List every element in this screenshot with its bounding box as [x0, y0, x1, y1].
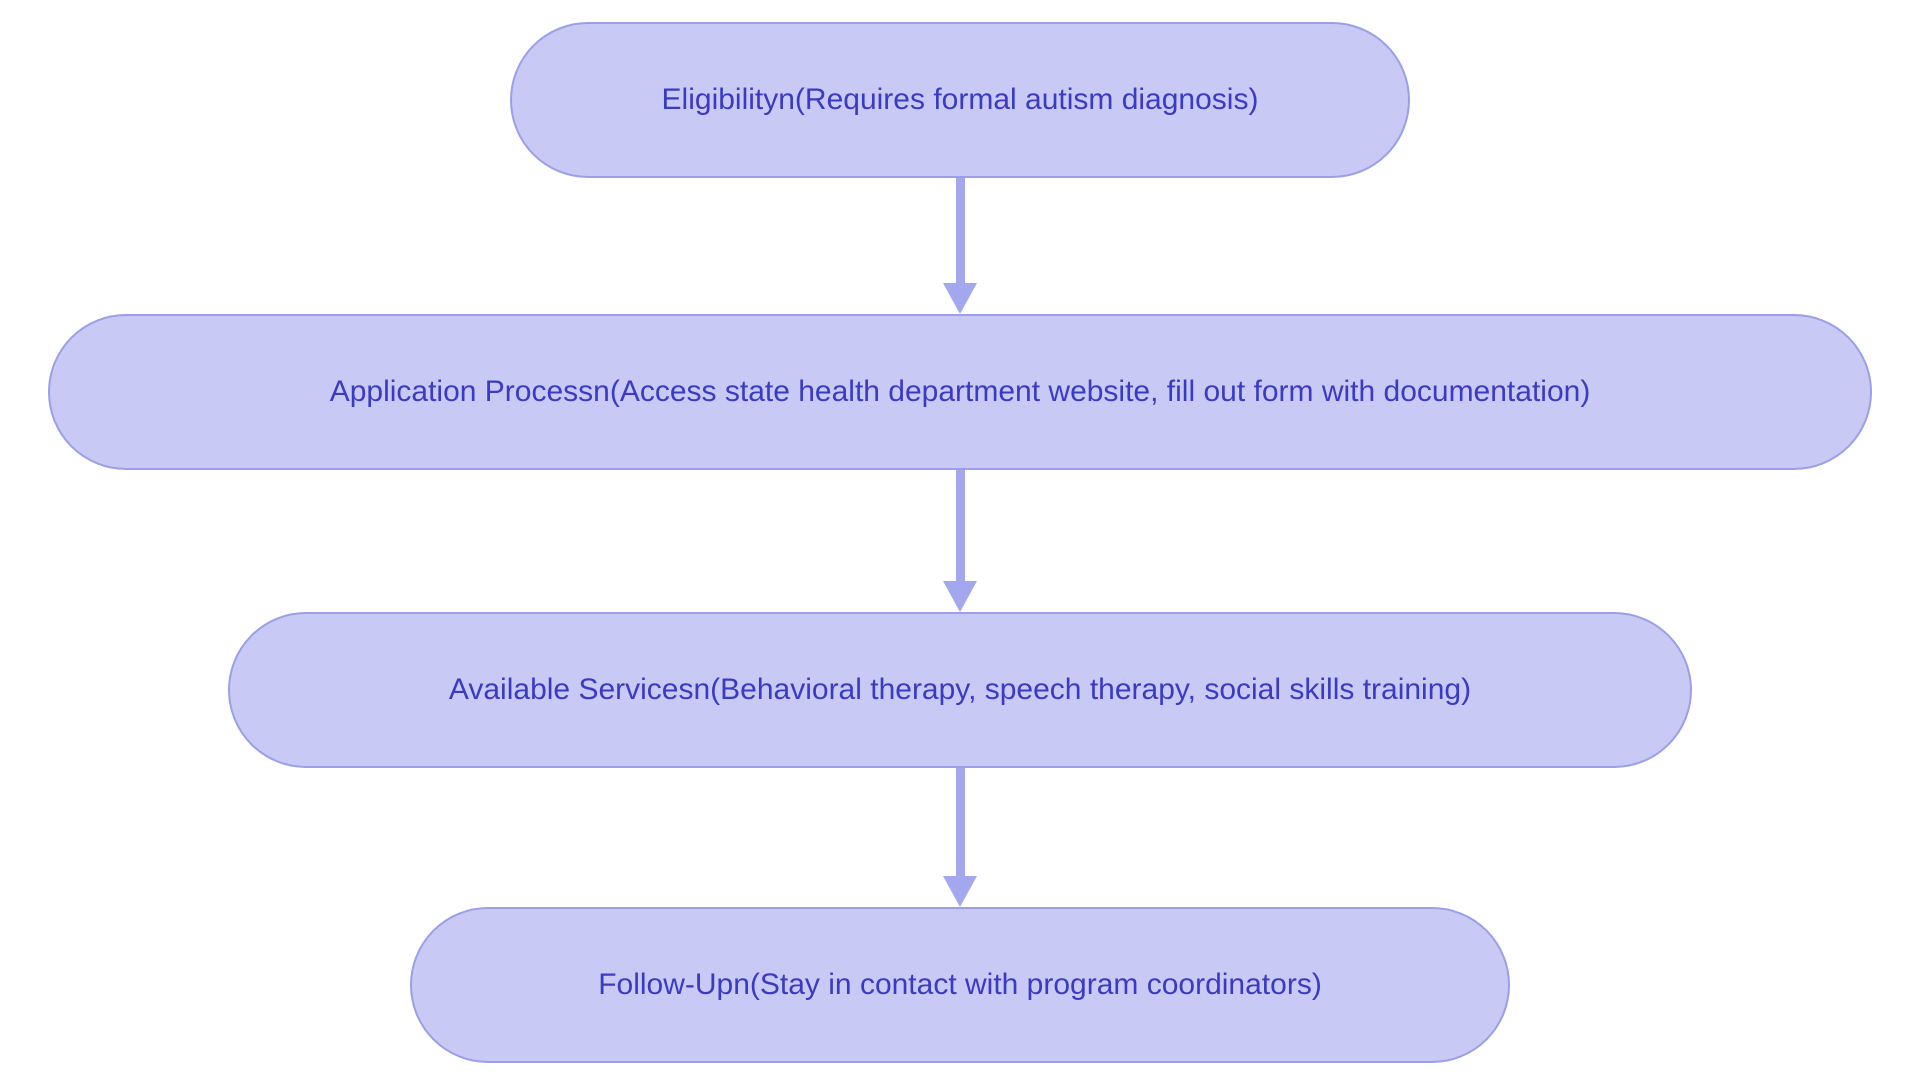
flowchart-edge-3: [943, 768, 977, 907]
flowchart-edge-2: [943, 470, 977, 612]
node-label-available-services: Available Servicesn(Behavioral therapy, …: [448, 673, 1472, 706]
edge-line: [955, 768, 965, 876]
node-label-follow-up: Follow-Upn(Stay in contact with program …: [598, 968, 1322, 1001]
flowchart-node-eligibility: Eligibilityn(Requires formal autism diag…: [510, 22, 1410, 178]
edge-line: [955, 178, 965, 283]
flowchart-node-follow-up: Follow-Upn(Stay in contact with program …: [410, 907, 1510, 1063]
flowchart-node-available-services: Available Servicesn(Behavioral therapy, …: [228, 612, 1692, 768]
node-label-application-process: Application Processn(Access state health…: [329, 375, 1591, 408]
flowchart-edge-1: [943, 178, 977, 314]
node-label-eligibility: Eligibilityn(Requires formal autism diag…: [661, 83, 1259, 116]
arrowhead-down-icon: [943, 581, 977, 612]
edge-line: [955, 470, 965, 581]
arrowhead-down-icon: [943, 876, 977, 907]
arrowhead-down-icon: [943, 283, 977, 314]
flowchart-node-application-process: Application Processn(Access state health…: [48, 314, 1872, 470]
